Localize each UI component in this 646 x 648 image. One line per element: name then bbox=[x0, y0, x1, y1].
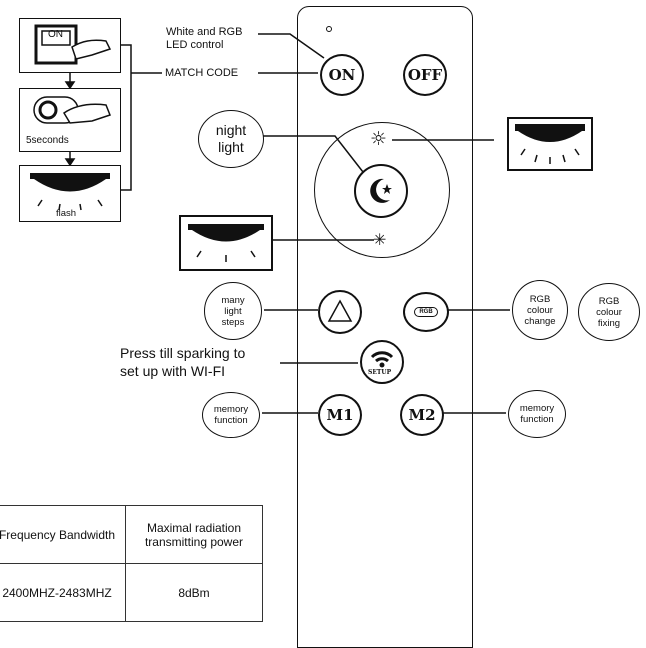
spec-header-bandwidth: Frequency Bandwidth bbox=[0, 505, 126, 564]
indicator-led bbox=[326, 26, 332, 32]
triangle-cycle-icon bbox=[327, 299, 353, 322]
spec-table-row: 2400MHZ-2483MHZ 8dBm bbox=[0, 563, 263, 622]
brightness-down-icon[interactable]: ✳ bbox=[373, 230, 387, 249]
step-flash-panel: flash bbox=[19, 165, 121, 222]
off-button[interactable]: OFF bbox=[403, 54, 447, 96]
step-hold-panel: 5seconds bbox=[19, 88, 121, 152]
brightness-up-icon[interactable]: ☼ bbox=[370, 128, 388, 150]
m2-button[interactable]: M2 bbox=[400, 394, 444, 436]
hand-press-icon bbox=[33, 96, 111, 124]
ceiling-lamp-dim-icon bbox=[188, 224, 264, 262]
dim-lamp-panel bbox=[179, 215, 273, 271]
moon-icon bbox=[370, 178, 392, 203]
spec-value-bandwidth: 2400MHZ-2483MHZ bbox=[0, 563, 126, 622]
match-code-label: MATCH CODE bbox=[165, 67, 239, 79]
white-rgb-label: White and RGB LED control bbox=[166, 26, 243, 51]
setup-instruction-label: Press till sparking to set up with WI-FI bbox=[120, 345, 246, 379]
rgb-button-label: RGB bbox=[414, 307, 438, 317]
rgb-button[interactable]: RGB bbox=[403, 292, 449, 332]
setup-label: SETUP bbox=[368, 369, 392, 376]
rgb-colour-fixing-bubble: RGB colour fixing bbox=[578, 283, 640, 341]
night-light-bubble: night light bbox=[198, 110, 264, 168]
memory-function-left-bubble: memory function bbox=[202, 392, 260, 438]
ceiling-lamp-bright-icon bbox=[515, 124, 585, 164]
step-switch-panel: ON bbox=[19, 18, 121, 73]
rgb-colour-change-bubble: RGB colour change bbox=[512, 280, 568, 340]
m1-button[interactable]: M1 bbox=[318, 394, 362, 436]
bright-lamp-panel bbox=[507, 117, 593, 171]
spec-table: Frequency Bandwidth Maximal radiation tr… bbox=[0, 505, 263, 622]
spec-header-power: Maximal radiation transmitting power bbox=[125, 505, 263, 564]
light-steps-button[interactable] bbox=[318, 290, 362, 334]
memory-function-right-bubble: memory function bbox=[508, 390, 566, 438]
spec-value-power: 8dBm bbox=[125, 563, 263, 622]
many-light-steps-bubble: many light steps bbox=[204, 282, 262, 340]
on-button[interactable]: ON bbox=[320, 54, 364, 96]
hand-switch-icon bbox=[34, 24, 112, 65]
hold-seconds-label: 5seconds bbox=[26, 135, 69, 146]
flash-label: flash bbox=[56, 208, 77, 219]
setup-button[interactable]: SETUP bbox=[360, 340, 404, 384]
wifi-icon bbox=[370, 351, 394, 368]
spec-table-header-row: Frequency Bandwidth Maximal radiation tr… bbox=[0, 505, 263, 564]
ceiling-lamp-flash-icon bbox=[30, 173, 110, 211]
brightness-dial[interactable] bbox=[314, 122, 450, 258]
night-light-button[interactable] bbox=[354, 164, 408, 218]
switch-on-label: ON bbox=[48, 29, 63, 40]
